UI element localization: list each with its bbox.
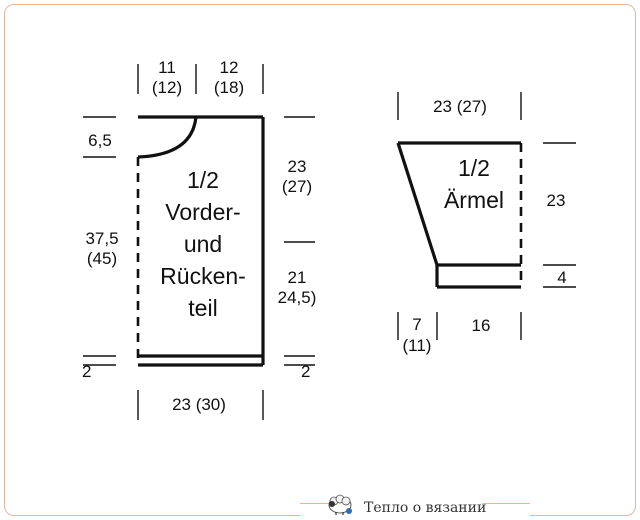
body-title-line-5: teil (188, 295, 217, 321)
hem-left: 2 (82, 362, 91, 381)
left-height: 37,5 (85, 229, 118, 248)
neck-depth: 6,5 (88, 131, 112, 150)
watermark: Тепло о вязании (300, 490, 530, 516)
right-upper: 23 (288, 157, 307, 176)
body-neckline (137, 116, 198, 159)
sleeve-slanted-edge (396, 142, 439, 266)
top-left-width-alt: (12) (152, 78, 182, 97)
right-lower: 21 (288, 268, 307, 287)
sheep-logo-icon (328, 494, 352, 515)
sleeve-top-width: 23 (27) (433, 97, 487, 116)
body-title-line-2: Vorder- (165, 199, 240, 225)
sleeve-cuff: 4 (557, 268, 566, 287)
top-right-width-alt: (18) (214, 78, 244, 97)
sleeve-bottom-right: 16 (472, 316, 491, 335)
right-upper-alt: (27) (282, 177, 312, 196)
left-height-alt: (45) (87, 249, 117, 268)
body-title-line-1: 1/2 (187, 167, 219, 193)
body-title-line-3: und (184, 231, 222, 257)
sleeve-title-line-1: 1/2 (458, 155, 490, 181)
hem-right: 2 (301, 362, 310, 381)
bottom-width: 23 (30) (172, 395, 226, 414)
sleeve-title-line-2: Ärmel (444, 187, 504, 213)
top-left-width: 11 (158, 58, 176, 77)
sleeve-bottom-left: 7 (412, 315, 421, 334)
watermark-rule-left (300, 503, 346, 504)
body-piece: 11 (12) 12 (18) 6,5 37,5 (45) 2 23 (27) … (82, 58, 316, 420)
watermark-rule-right (482, 503, 530, 504)
sleeve-piece: 23 (27) 23 4 7 (11) 16 1/2 Ärmel (396, 92, 576, 355)
body-title-line-4: Rücken- (160, 263, 246, 289)
top-right-width: 12 (220, 58, 239, 77)
watermark-text: Тепло о вязании (364, 500, 487, 516)
sleeve-height: 23 (547, 191, 566, 210)
sleeve-bottom-left-alt: (11) (403, 336, 432, 355)
right-lower-alt: 24,5) (278, 288, 317, 307)
